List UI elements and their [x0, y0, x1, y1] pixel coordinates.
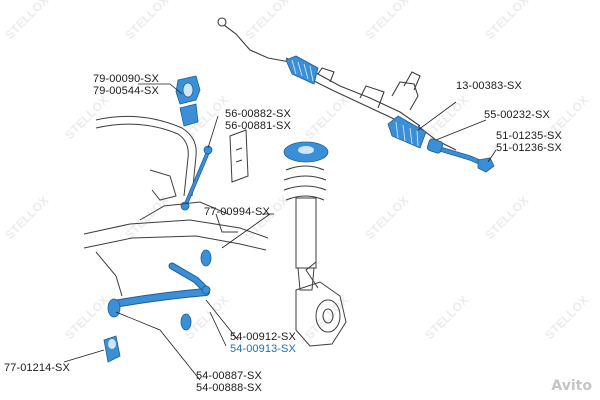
watermark-text: STELLOX: [482, 0, 531, 42]
watermark-text: STELLOX: [2, 0, 51, 42]
strut-top-mount: [283, 141, 329, 163]
part-label-13-00383: 13-00383-SX: [456, 80, 522, 92]
watermark-text: STELLOX: [302, 93, 351, 142]
wheel-hub: [295, 261, 347, 347]
watermark-text: STELLOX: [62, 293, 111, 342]
stabilizer-bushing-upper: [175, 75, 201, 105]
rack-boot-right: [387, 115, 427, 149]
stabilizer-bushing-lower: [179, 103, 199, 127]
part-label-56-00881: 56-00881-SX: [225, 120, 291, 132]
part-label-77-01214: 77-01214-SX: [4, 362, 70, 374]
part-label-51-01236: 51-01236-SX: [496, 142, 562, 154]
part-label-54-00888: 54-00888-SX: [196, 382, 262, 394]
watermark-text: STELLOX: [482, 193, 531, 242]
watermark-text: STELLOX: [242, 0, 291, 42]
stabilizer-bar: [95, 115, 249, 201]
tie-rod: [426, 138, 495, 173]
rack-boot-left: [285, 55, 319, 85]
watermark-text: STELLOX: [362, 0, 411, 42]
part-label-79-00090: 79-00090-SX: [93, 73, 159, 85]
part-label-79-00544: 79-00544-SX: [93, 85, 159, 97]
lower-control-arm: [107, 288, 210, 331]
leader-lines: [63, 83, 497, 381]
subframe: [83, 201, 269, 297]
part-label-54-00912: 54-00912-SX: [230, 331, 296, 343]
watermark-text: STELLOX: [542, 293, 591, 342]
stabilizer-link: [180, 145, 213, 211]
watermark-text: STELLOX: [422, 293, 471, 342]
watermark-text: STELLOX: [62, 93, 111, 142]
part-label-54-00887: 54-00887-SX: [196, 370, 262, 382]
watermark-text: STELLOX: [362, 193, 411, 242]
avito-logo: Avito: [551, 378, 592, 394]
watermark-text: STELLOX: [2, 193, 51, 242]
watermark-text: STELLOX: [122, 193, 171, 242]
watermark-text: STELLOX: [122, 0, 171, 42]
strut-assembly: [283, 165, 327, 291]
watermark-pattern: STELLOX STELLOX STELLOX STELLOX STELLOX STELL…: [2, 0, 591, 342]
subframe-bushing: [103, 335, 121, 363]
part-label-77-00994: 77-00994-SX: [204, 206, 270, 218]
track-control-arm: [168, 249, 212, 295]
part-label-51-01235: 51-01235-SX: [496, 130, 562, 142]
part-label-55-00232: 55-00232-SX: [484, 109, 550, 121]
part-label-56-00882: 56-00882-SX: [225, 108, 291, 120]
part-label-54-00913: 54-00913-SX: [230, 343, 296, 355]
